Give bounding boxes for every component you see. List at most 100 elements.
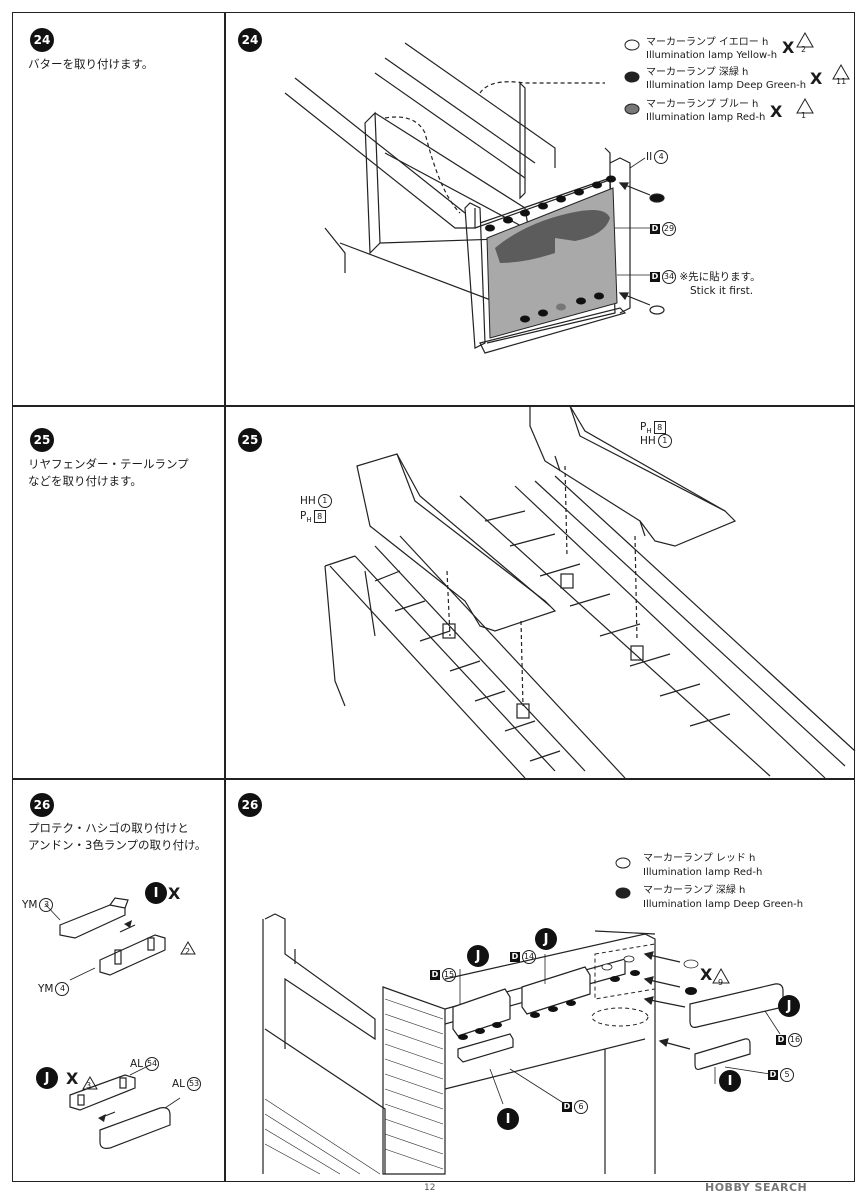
green-lamp-icon (624, 71, 640, 83)
part-ym3-num: 3 (39, 898, 54, 912)
part-ph8-left-sub: H (306, 516, 312, 525)
part-hh1-left-num: 1 (317, 494, 332, 508)
red-lamp-jp: マーカーランプ レッド h (643, 853, 756, 864)
watermark: HOBBY SEARCH (705, 1181, 808, 1194)
part-d6-letter: D (562, 1102, 572, 1112)
quantity-x-icon: X (700, 965, 713, 984)
part-d34-note-jp: ※先に貼ります。 (679, 271, 761, 283)
page-number: 12 (424, 1183, 436, 1193)
green-lamp-jp: マーカーランプ 深緑 h (646, 67, 749, 78)
runner-i-badge-1: I (497, 1108, 519, 1130)
part-d15-letter: D (430, 970, 440, 980)
part-d29-letter: D (650, 224, 660, 234)
part-d29-num: 29 (662, 222, 676, 236)
runner-i-badge: I (145, 882, 167, 904)
quantity-x-icon: X (66, 1069, 79, 1088)
blue-lamp-count: 1 (801, 111, 807, 120)
yellow-lamp-icon (624, 39, 640, 51)
yellow-lamp-count: 2 (801, 45, 807, 54)
part-ph8-left-num: 8 (313, 509, 326, 523)
part-d5-num: 5 (780, 1068, 794, 1082)
part-d14-num: 14 (522, 950, 536, 964)
quantity-x-icon: X (168, 884, 181, 903)
part-d34-note-en: Stick it first. (690, 285, 754, 297)
step-25-diagram-badge: 25 (238, 428, 262, 452)
part-d5-letter: D (768, 1070, 778, 1080)
part-al53-name: AL (172, 1078, 186, 1090)
yellow-lamp-jp: マーカーランプ イエロー h (646, 37, 769, 48)
part-d15-num: 15 (442, 968, 456, 982)
runner-j-badge-1: J (467, 945, 489, 967)
part-ph8-right-num: 8 (653, 420, 666, 434)
step-26-text: プロテク・ハシゴの取り付けと アンドン・3色ランプの取り付け。 (28, 821, 207, 852)
part-hh1-right-name: HH (640, 435, 656, 447)
part-ph8-left-name: P (300, 510, 307, 522)
step-25-assembly-diagram (324, 405, 856, 779)
part-d14-letter: D (510, 952, 520, 962)
quantity-x-icon: X (810, 69, 823, 88)
part-ym4-num: 4 (55, 982, 70, 996)
part-ph8-right-name: P (640, 421, 647, 433)
x-count-9: 9 (718, 978, 724, 987)
quantity-x-icon: X (782, 38, 795, 57)
runner-j-count: 3 (86, 1081, 92, 1090)
runner-i-badge-2: I (719, 1070, 741, 1092)
step-24-text: バターを取り付けます。 (28, 57, 154, 71)
step-24-diagram-badge: 24 (238, 28, 262, 52)
red-lamp-icon (615, 857, 631, 869)
step-26-badge: 26 (30, 793, 54, 817)
step-25-badge: 25 (30, 428, 54, 452)
part-ym3-name: YM (22, 899, 38, 911)
page-frame (12, 12, 855, 1182)
part-ym4-name: YM (38, 983, 54, 995)
part-d16-num: 16 (788, 1033, 802, 1047)
blue-lamp-jp: マーカーランプ ブルー h (646, 99, 759, 110)
blue-lamp-en: Illumination lamp Red-h (646, 112, 766, 123)
green-lamp-count: 11 (836, 77, 847, 86)
row-divider-2 (12, 778, 855, 780)
part-d34-letter: D (650, 272, 660, 282)
runner-j-badge-2: J (535, 928, 557, 950)
deep-green-lamp-icon (615, 887, 631, 899)
blue-lamp-icon (624, 103, 640, 115)
part-d34-num: 34 (662, 270, 676, 284)
part-d6-num: 6 (574, 1100, 588, 1114)
step-26-diagram-badge: 26 (238, 793, 262, 817)
runner-j-badge: J (36, 1067, 58, 1089)
part-ii4-num: 4 (654, 150, 669, 164)
part-hh1-right-num: 1 (657, 434, 672, 448)
step-25-text: リヤフェンダー・テールランプ などを取り付けます。 (28, 457, 189, 488)
step-26-small-parts-diagram (44, 897, 196, 1149)
runner-j-badge-3: J (778, 995, 800, 1017)
part-ii4-prefix: II (646, 151, 653, 163)
part-al54-num: 54 (145, 1057, 160, 1071)
yellow-lamp-en: Illumination lamp Yellow-h (646, 50, 778, 61)
runner-i-count: 2 (185, 947, 191, 956)
step-24-badge: 24 (30, 28, 54, 52)
deep-green-lamp-jp: マーカーランプ 深緑 h (643, 885, 746, 896)
column-divider (224, 12, 226, 1182)
green-lamp-en: Illumination lamp Deep Green-h (646, 80, 807, 91)
quantity-x-icon: X (770, 102, 783, 121)
part-ph8-right-sub: H (646, 427, 652, 436)
part-d16-letter: D (776, 1035, 786, 1045)
row-divider-1 (12, 405, 855, 407)
step-26-assembly-diagram (262, 857, 784, 1175)
